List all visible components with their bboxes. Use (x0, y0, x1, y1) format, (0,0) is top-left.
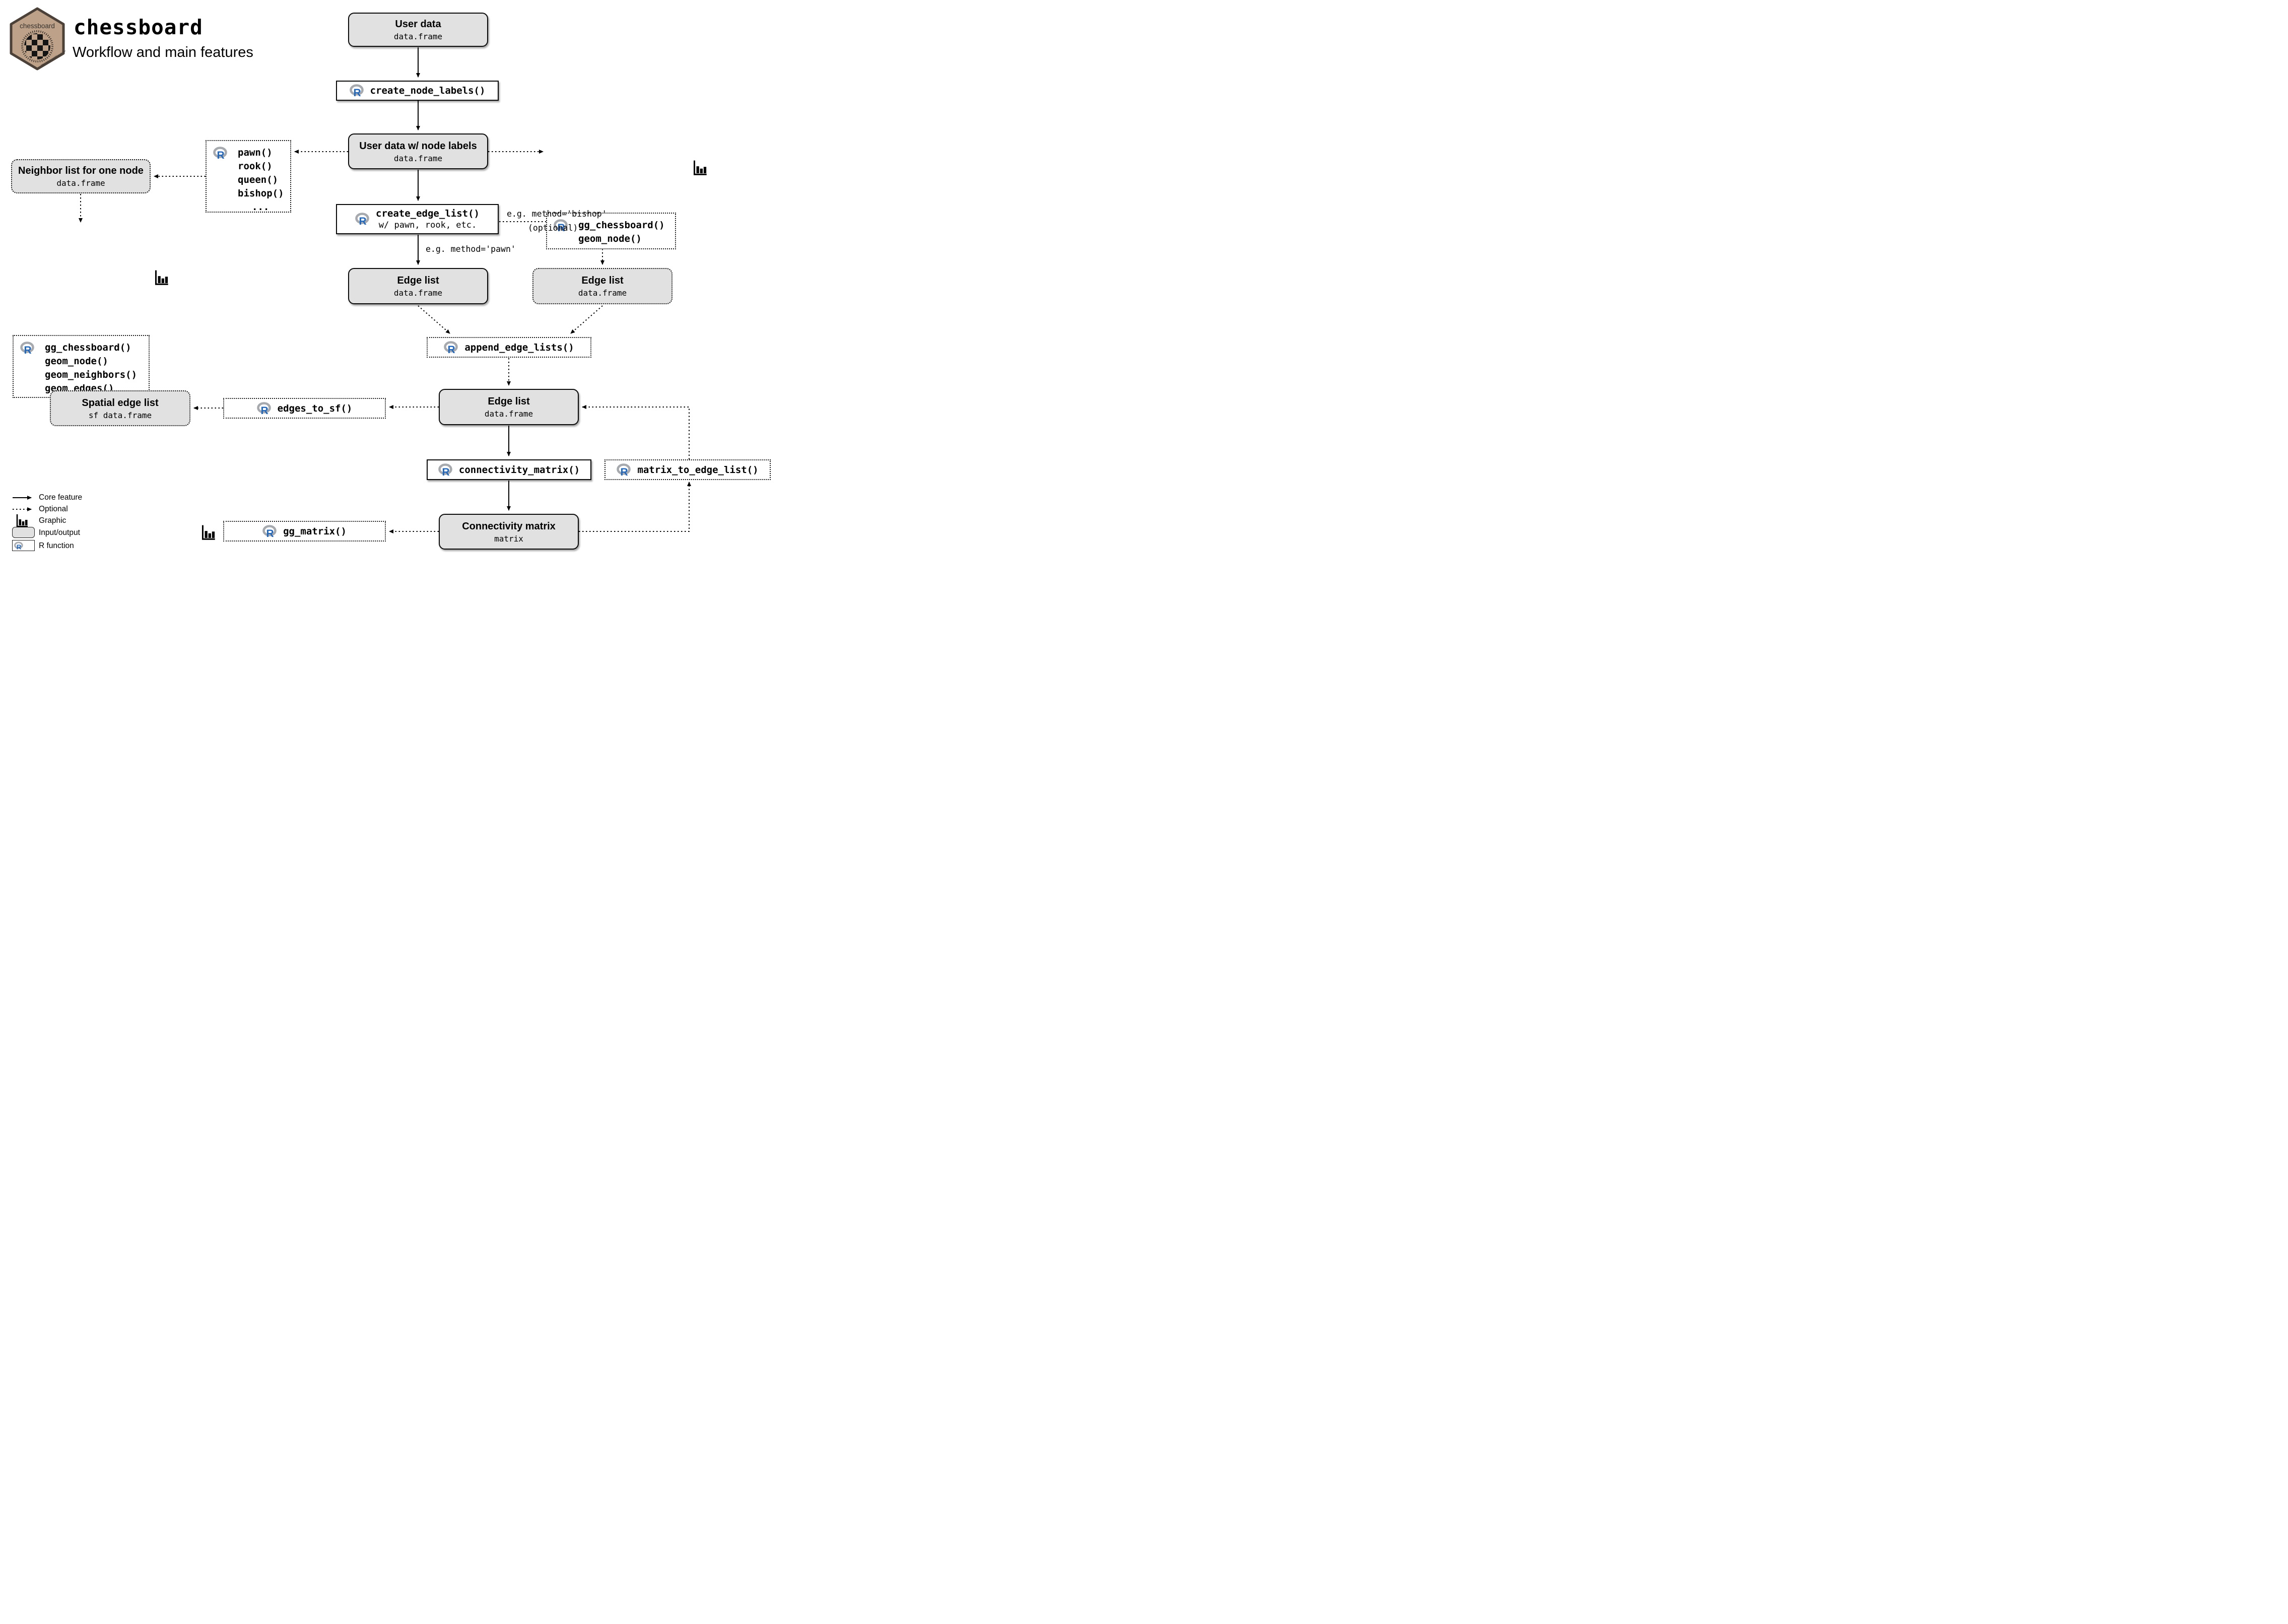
svg-text:R: R (442, 466, 449, 477)
bar-chart-icon (155, 270, 168, 285)
legend-input-output: Input/output (39, 528, 80, 537)
node-type: sf data.frame (88, 410, 152, 420)
r-logo-icon: R (20, 342, 34, 355)
svg-text:R: R (260, 405, 268, 415)
legend-r-function-swatch: R (12, 540, 35, 551)
legend-r-function: R function (39, 542, 74, 550)
ellipsis-label: ... (252, 201, 270, 213)
r-logo-icon: R (14, 541, 23, 550)
node-gg-matrix: R gg_matrix() (223, 521, 386, 542)
node-neighbor-list: Neighbor list for one node data.frame (11, 159, 151, 193)
node-connectivity-matrix-fn: R connectivity_matrix() (427, 459, 591, 480)
r-logo-icon: R (349, 84, 364, 97)
node-type: data.frame (393, 288, 443, 298)
node-gg-chessboard-node: R gg_chessboard() geom_node() (546, 213, 676, 249)
function-label: rook() (238, 161, 273, 172)
r-logo-icon: R (355, 213, 369, 226)
svg-text:R: R (24, 345, 32, 355)
svg-text:R: R (353, 87, 361, 97)
svg-text:R: R (448, 344, 455, 354)
edge-label-method-pawn: e.g. method='pawn' (426, 244, 516, 254)
node-type: data.frame (393, 32, 443, 41)
function-label: bishop() (238, 188, 284, 199)
node-edges-to-sf: R edges_to_sf() (223, 398, 386, 419)
function-label: create_node_labels() (370, 85, 486, 96)
node-type: data.frame (484, 409, 533, 419)
r-logo-icon: R (256, 401, 271, 415)
pawn-ring-icon (21, 30, 53, 62)
node-title: User data (395, 19, 441, 30)
edge-label-method-bishop: e.g. method='bishop' (507, 209, 607, 219)
workflow-diagram: chessboard https://github.com/frbcesab/c… (0, 0, 779, 553)
node-edge-list-main: Edge list data.frame (439, 389, 579, 425)
node-create-edge-list: R create_edge_list() w/ pawn, rook, etc. (336, 204, 499, 234)
r-logo-icon: R (262, 524, 277, 538)
arrow-matrixtoedgelist-to-edgelistmain (582, 405, 690, 459)
function-label: geom_node() (45, 356, 108, 367)
legend-core-feature: Core feature (39, 493, 83, 502)
r-logo-icon: R (444, 341, 458, 354)
r-logo-icon: R (554, 219, 568, 232)
svg-text:R: R (558, 222, 565, 232)
r-logo-icon: R (438, 463, 452, 477)
svg-text:R: R (217, 150, 225, 160)
arrow-edgelistpawn-to-append (418, 305, 450, 334)
node-spatial-edge-list: Spatial edge list sf data.frame (50, 390, 190, 426)
svg-text:R: R (17, 543, 22, 550)
function-label: edges_to_sf() (277, 402, 353, 414)
node-gg-chessboard-full: R gg_chessboard() geom_node() geom_neigh… (13, 335, 150, 398)
node-matrix-to-edge-list: R matrix_to_edge_list() (604, 459, 771, 480)
function-label: matrix_to_edge_list() (637, 464, 759, 476)
function-label: create_edge_list() (376, 208, 480, 219)
node-user-data-w-node-labels: User data w/ node labels data.frame (348, 133, 488, 169)
chessboard-hex-logo: chessboard https://github.com/frbcesab/c… (10, 7, 65, 71)
node-title: Neighbor list for one node (18, 165, 144, 176)
legend-optional: Optional (39, 505, 68, 513)
bar-chart-icon (693, 160, 707, 175)
bar-chart-icon (201, 525, 215, 540)
function-label: geom_neighbors() (45, 369, 138, 380)
legend-input-output-swatch (12, 527, 35, 538)
node-type: data.frame (393, 153, 443, 163)
node-type: data.frame (56, 178, 105, 188)
svg-text:R: R (621, 466, 628, 477)
edge-label-optional: (optional) (528, 223, 578, 233)
function-label: connectivity_matrix() (458, 464, 580, 476)
arrow-connectivitymatrix-to-matrixtoedgelist (579, 482, 691, 532)
svg-text:R: R (266, 528, 274, 538)
node-title: Connectivity matrix (462, 520, 556, 532)
node-piece-functions: R pawn() rook() queen() bishop() ... (206, 140, 291, 213)
node-create-node-labels: R create_node_labels() (336, 81, 499, 101)
bar-chart-icon (16, 514, 28, 527)
logo-label: chessboard (20, 22, 55, 30)
function-sublabel: w/ pawn, rook, etc. (378, 220, 477, 230)
node-append-edge-lists: R append_edge_lists() (427, 337, 591, 358)
svg-text:R: R (359, 216, 367, 226)
function-label: gg_chessboard() (45, 342, 131, 353)
node-title: Edge list (397, 275, 439, 286)
page-title: chessboard (74, 15, 203, 39)
legend-graphic: Graphic (39, 516, 66, 525)
function-label: append_edge_lists() (464, 342, 574, 353)
node-edge-list-bishop: Edge list data.frame (532, 268, 672, 304)
arrow-edgelistbishop-to-append (570, 305, 603, 334)
node-title: Edge list (488, 396, 530, 407)
node-type: data.frame (578, 288, 627, 298)
function-label: gg_matrix() (283, 525, 347, 537)
function-label: queen() (238, 174, 279, 185)
node-user-data: User data data.frame (348, 13, 488, 47)
node-title: Edge list (581, 275, 624, 286)
function-label: pawn() (238, 147, 273, 158)
page-subtitle: Workflow and main features (73, 44, 253, 60)
function-label: geom_node() (578, 233, 642, 244)
node-title: Spatial edge list (82, 397, 159, 409)
r-logo-icon: R (617, 463, 631, 477)
node-connectivity-matrix: Connectivity matrix matrix (439, 514, 579, 550)
node-edge-list-pawn: Edge list data.frame (348, 268, 488, 304)
node-title: User data w/ node labels (359, 140, 477, 152)
node-type: matrix (494, 533, 523, 544)
function-label: gg_chessboard() (578, 220, 665, 231)
r-logo-icon: R (213, 147, 227, 160)
